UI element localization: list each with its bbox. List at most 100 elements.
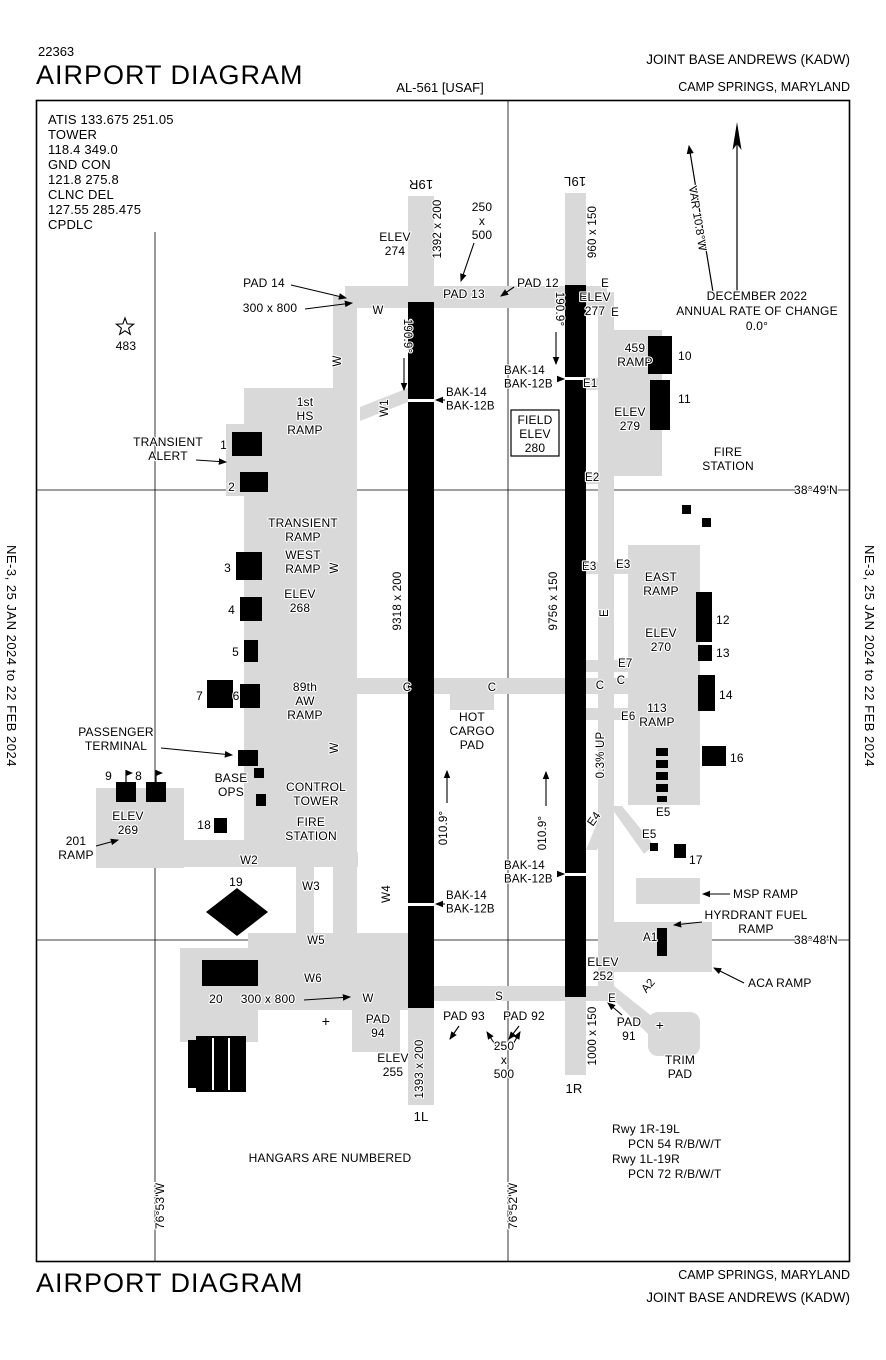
airport-beacon-icon — [114, 316, 136, 336]
lat-3849n: 38°49'N — [794, 483, 838, 497]
arresting-gear-19l — [565, 377, 586, 380]
pcn-note-1: Rwy 1R-19L — [612, 1122, 680, 1136]
bldg-8: 8 — [135, 769, 142, 783]
twy-e1: E1 — [583, 378, 597, 390]
twy-e7: E7 — [618, 658, 632, 670]
plus-mark-e: + — [656, 1017, 664, 1033]
twy-w-rot2: W — [329, 562, 341, 573]
pcn-note-3: Rwy 1L-19R — [612, 1152, 680, 1166]
pad-14: PAD 14 — [243, 276, 285, 290]
rwy-dim-9756: 9756 x 150 — [548, 572, 560, 631]
overrun-dim-19r: 1392 x 200 — [432, 200, 444, 259]
twy-e3-a: E3 — [582, 561, 596, 573]
twy-w6: W6 — [304, 973, 322, 985]
bldg-2: 2 — [228, 480, 235, 494]
hdg-1r: 010.9° — [537, 816, 549, 851]
twy-w3: W3 — [302, 881, 320, 893]
twy-e-rot: E — [599, 609, 611, 617]
mag-date: DECEMBER 2022 — [707, 289, 808, 303]
bldg-9: 9 — [105, 769, 112, 783]
twy-e5-b: E5 — [642, 829, 656, 841]
bldg-16: 16 — [730, 751, 744, 765]
tower-label: TOWER — [48, 127, 97, 142]
dim-300x800-n: 300 x 800 — [243, 301, 298, 315]
magnetic-north-arrow — [686, 144, 714, 293]
hdg-19r: 190.9° — [401, 319, 413, 354]
var-label: VAR 10.8°W — [686, 185, 708, 252]
chart-number: 22363 — [38, 44, 75, 59]
msp-ramp-area — [636, 878, 700, 904]
hdg-19l: 190.9° — [553, 292, 565, 327]
twy-w4: W4 — [381, 885, 393, 903]
hangars-note: HANGARS ARE NUMBERED — [249, 1151, 412, 1165]
twy-w-rot3: W — [329, 742, 341, 753]
bldg-20: 20 — [209, 992, 223, 1006]
runway-1l-19r — [408, 302, 434, 1008]
twy-a2: A2 — [639, 977, 657, 996]
right-margin-date: NE-3, 25 JAN 2024 to 22 FEB 2024 — [862, 545, 877, 767]
footer-city: CAMP SPRINGS, MARYLAND — [678, 1268, 850, 1282]
buildings — [116, 336, 726, 1092]
clnc-del-label: CLNC DEL — [48, 187, 114, 202]
bldg-1: 1 — [220, 438, 227, 452]
airport-name: JOINT BASE ANDREWS (KADW) — [646, 52, 850, 67]
overrun-19l — [565, 193, 586, 285]
beacon-elev: 483 — [116, 339, 137, 353]
passenger-terminal-building — [238, 750, 258, 766]
overrun-dim-19l: 960 x 150 — [587, 206, 599, 258]
twy-w1: W1 — [379, 399, 391, 417]
rwy-1r-label: 1R — [565, 1081, 582, 1096]
pad-13: PAD 13 — [443, 287, 485, 301]
overrun-1l — [408, 1008, 434, 1105]
overrun-1r — [565, 997, 586, 1075]
field-elev-box — [510, 409, 560, 457]
runway-1r-19l — [565, 285, 586, 997]
airport-city: CAMP SPRINGS, MARYLAND — [678, 80, 850, 94]
twy-w2: W2 — [240, 855, 258, 867]
hot-cargo-pad-area — [450, 694, 494, 710]
leader-arrows — [95, 242, 745, 1047]
arresting-gear-19r — [408, 399, 434, 402]
bldg-6: 6 — [233, 689, 240, 703]
rwy-19r-label: 19R — [409, 177, 433, 192]
grade-note: 0.3% UP — [595, 731, 607, 778]
twy-s: S — [495, 991, 503, 1003]
lon-7653w: 76°53'W — [153, 1182, 167, 1229]
lon-7652w: 76°52'W — [506, 1182, 520, 1229]
page-title: AIRPORT DIAGRAM — [36, 60, 304, 90]
bldg-5: 5 — [232, 645, 239, 659]
bldg-4: 4 — [228, 603, 235, 617]
twy-e2: E2 — [585, 472, 599, 484]
building-19-hangar — [206, 888, 268, 936]
twy-e5-a: E5 — [656, 807, 670, 819]
rwy-dim-9318: 9318 x 200 — [392, 572, 404, 631]
bldg-3: 3 — [224, 561, 231, 575]
twy-w-top: W — [372, 305, 383, 317]
